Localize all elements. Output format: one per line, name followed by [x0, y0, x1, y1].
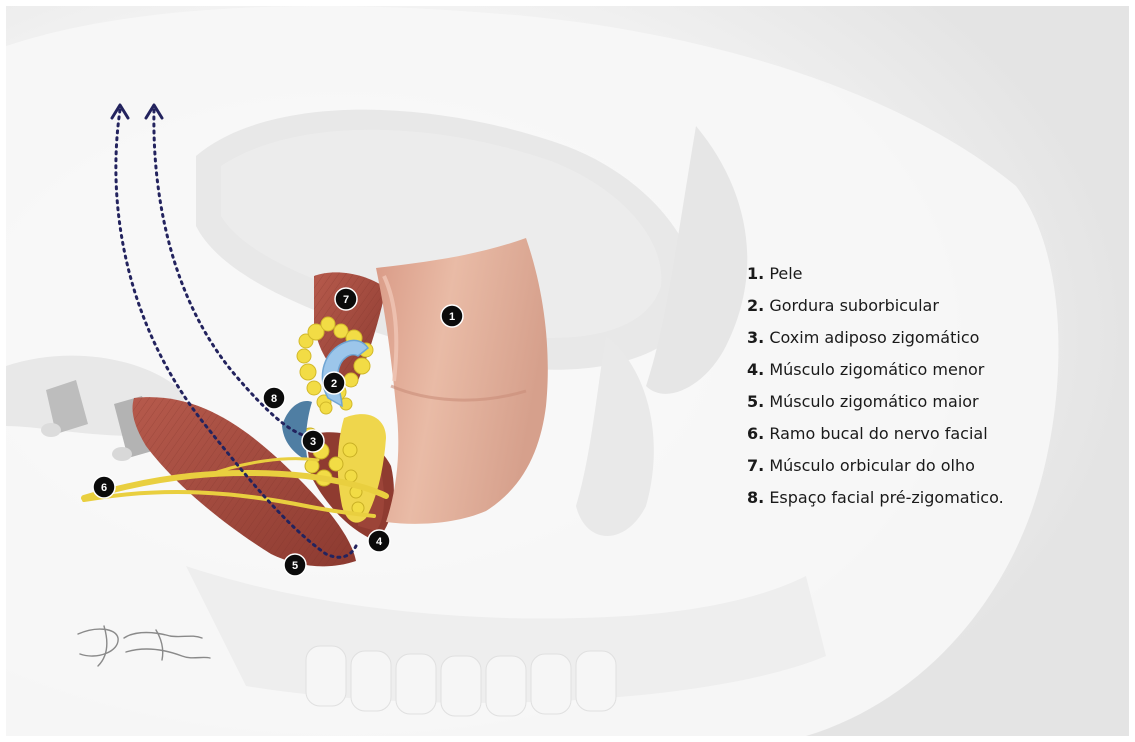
svg-text:3: 3	[310, 436, 316, 448]
marker-3: 3	[302, 430, 324, 452]
marker-7: 7	[335, 288, 357, 310]
legend-item: 7. Músculo orbicular do olho	[747, 450, 1004, 482]
svg-text:5: 5	[292, 560, 298, 572]
legend-item: 2. Gordura suborbicular	[747, 290, 1004, 322]
legend-item: 6. Ramo bucal do nervo facial	[747, 418, 1004, 450]
legend-item: 8. Espaço facial pré-zigomatico.	[747, 482, 1004, 514]
marker-6: 6	[93, 476, 115, 498]
marker-2: 2	[323, 372, 345, 394]
illustration-frame: 1 2 3 4 5 6 7 8 1. Pele 2. Gordura subor…	[6, 6, 1129, 736]
marker-1: 1	[441, 305, 463, 327]
svg-text:1: 1	[449, 311, 455, 323]
marker-8: 8	[263, 387, 285, 409]
svg-text:8: 8	[271, 393, 277, 405]
legend-item: 3. Coxim adiposo zigomático	[747, 322, 1004, 354]
legend-item: 1. Pele	[747, 258, 1004, 290]
svg-text:7: 7	[343, 294, 349, 306]
legend: 1. Pele 2. Gordura suborbicular 3. Coxim…	[747, 258, 1004, 514]
marker-4: 4	[368, 530, 390, 552]
marker-5: 5	[284, 554, 306, 576]
svg-text:2: 2	[331, 378, 337, 390]
svg-text:4: 4	[376, 536, 383, 548]
legend-item: 4. Músculo zigomático menor	[747, 354, 1004, 386]
legend-item: 5. Músculo zigomático maior	[747, 386, 1004, 418]
svg-text:6: 6	[101, 482, 107, 494]
